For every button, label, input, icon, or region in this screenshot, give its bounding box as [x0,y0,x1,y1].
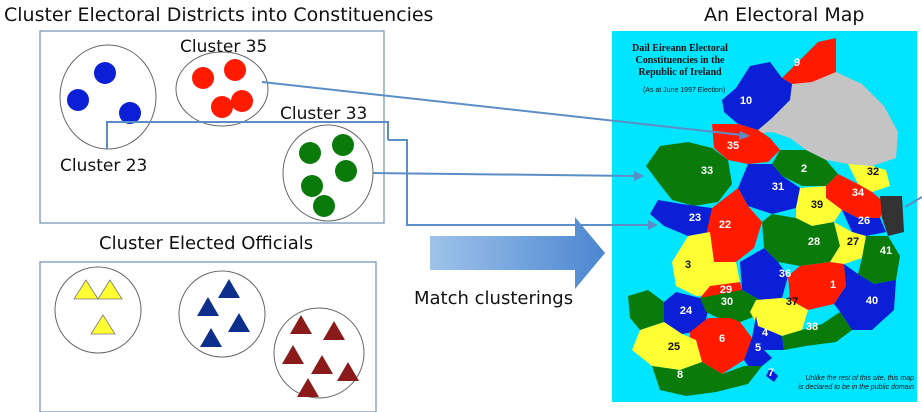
cluster-35-group [175,51,269,127]
constituency-number-8: 8 [677,369,683,381]
constituency-number-39: 39 [811,199,823,211]
constituency-number-35: 35 [727,140,739,152]
cluster-33-group [282,124,374,222]
constituency-number-37: 37 [786,296,798,308]
ireland-map [612,31,917,402]
constituency-number-24: 24 [680,305,693,317]
map-title-line-3: Republic of Ireland [638,67,722,78]
officials-cluster-yellow [54,266,142,354]
cluster-33-label: Cluster 33 [280,104,368,124]
constituency-number-23: 23 [689,212,701,224]
constituency-number-5: 5 [755,342,761,354]
constituency-number-4: 4 [762,327,769,339]
constituency-number-32: 32 [867,166,879,178]
left-title: Cluster Electoral Districts into Constit… [4,4,434,26]
constituency-number-31: 31 [772,181,784,193]
officials-label: Cluster Elected Officials [99,233,314,254]
cluster-23-label: Cluster 23 [60,156,148,176]
constituency-numbers: 9 10 35 2 32 33 31 34 39 26 23 22 28 27 41 3 36 29 1 24 30 37… [668,57,892,381]
constituency-number-25: 25 [668,341,680,353]
match-arrow [430,217,605,289]
arrowheads [634,131,750,230]
constituency-number-40: 40 [866,295,878,307]
constituency-number-41: 41 [880,245,892,257]
officials-cluster-navy [178,270,266,358]
constituency-number-7: 7 [768,367,774,379]
connector-35 [261,81,743,136]
cluster-35-label: Cluster 35 [180,37,268,57]
map-title-line-2: Constituencies in the [636,55,725,66]
constituency-number-2: 2 [801,163,807,175]
constituency-number-27: 27 [847,236,859,248]
connectors [106,81,922,226]
connector-23 [106,121,389,149]
constituency-number-22: 22 [719,219,731,231]
officials-cluster-maroon [273,307,365,399]
connector-23b [388,139,648,226]
constituency-number-33: 33 [701,165,713,177]
constituency-number-6: 6 [719,333,725,345]
map-subtitle: (As at June 1997 Election) [643,87,725,94]
constituency-number-10: 10 [740,95,752,107]
constituency-number-29: 29 [720,284,732,296]
constituency-number-26: 26 [858,215,870,227]
map-note-line-1: Unlike the rest of this site, this map [805,375,914,382]
constituency-number-38: 38 [806,321,818,333]
constituency-number-28: 28 [808,236,820,248]
constituency-number-9: 9 [794,57,800,69]
constituency-number-34: 34 [852,187,865,199]
constituency-number-30: 30 [721,296,733,308]
match-label: Match clusterings [414,288,574,309]
constituency-number-3: 3 [685,259,691,271]
constituency-number-36: 36 [779,268,791,280]
connector-33 [372,172,635,177]
map-title: An Electoral Map [704,4,865,26]
map-note-line-2: is declared to be in the public domain [798,384,914,391]
map-title-line-1: Dail Eireann Electoral [632,43,728,54]
constituency-number-1: 1 [830,279,836,291]
